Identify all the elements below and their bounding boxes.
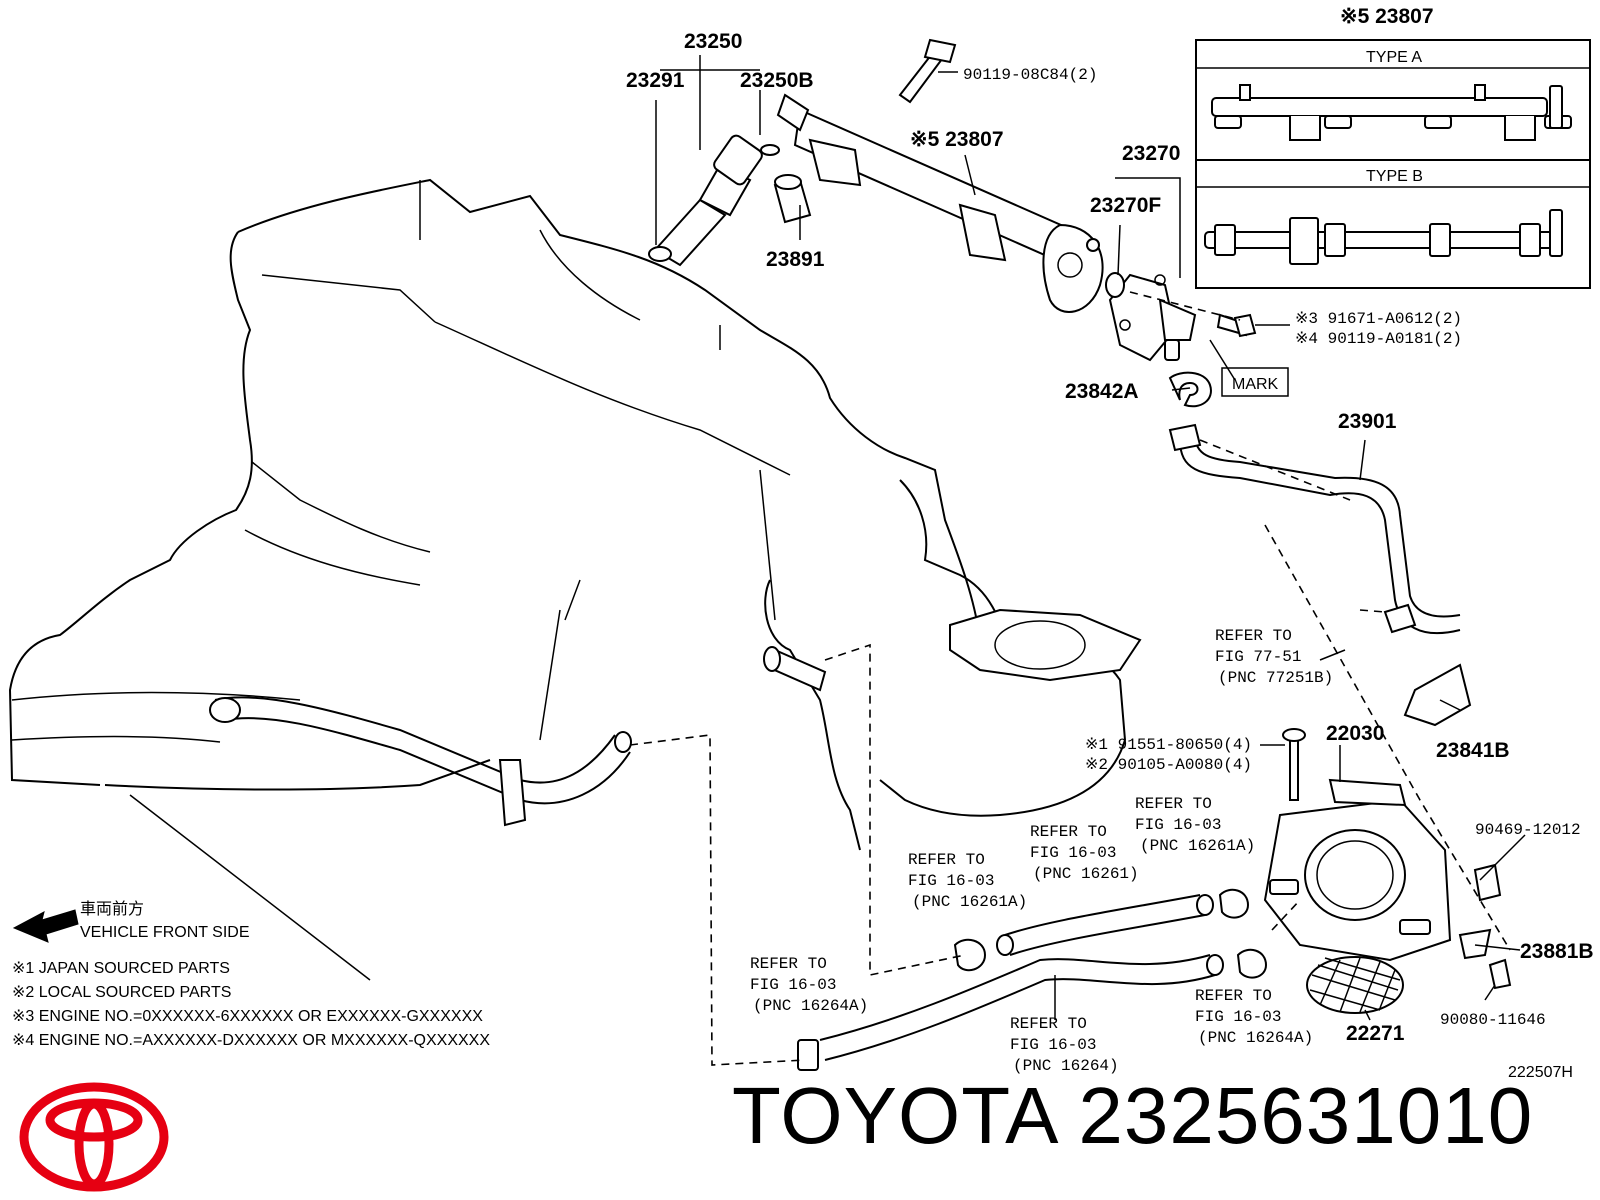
clamp-23841B <box>1403 663 1472 727</box>
inset-labels: TYPE A TYPE B <box>1366 49 1423 185</box>
label-22271: 22271 <box>1346 1022 1405 1045</box>
fuel-tube-23901 <box>1168 423 1461 635</box>
bolt-91551 <box>1282 728 1306 801</box>
label-90119-A0181: ※4 90119-A0181(2) <box>1295 330 1462 348</box>
clip-23842A <box>1168 371 1212 408</box>
note-1: ※1 JAPAN SOURCED PARTS <box>12 960 230 977</box>
vehicle-front-indicator: 車両前方 VEHICLE FRONT SIDE <box>12 900 250 943</box>
footnotes: ※1 JAPAN SOURCED PARTS ※2 LOCAL SOURCED … <box>12 960 490 1049</box>
note-2: ※2 LOCAL SOURCED PARTS <box>12 984 231 1001</box>
brand-title: TOYOTA 2325631010 <box>732 1071 1534 1160</box>
bolt-90080 <box>1488 958 1512 990</box>
label-23291: 23291 <box>626 69 685 92</box>
inset-fuel-rail-types <box>1195 39 1591 289</box>
fuel-delivery-pipe <box>776 93 1104 313</box>
label-23807-main: ※5 23807 <box>910 128 1004 151</box>
label-23841B: 23841B <box>1436 739 1510 762</box>
fuel-injector <box>648 134 780 267</box>
bolt-90119-08C84 <box>898 38 957 104</box>
label-90105: ※2 90105-A0080(4) <box>1085 756 1252 774</box>
label-23881B: 23881B <box>1520 940 1594 963</box>
refer-16264A-left: REFER TO FIG 16-03 (PNC 16264A) <box>750 955 868 1015</box>
toyota-logo <box>19 1082 169 1192</box>
refer-16264: REFER TO FIG 16-03 (PNC 16264) <box>1010 1015 1119 1075</box>
refer-16264A-right: REFER TO FIG 16-03 (PNC 16264A) <box>1195 987 1313 1047</box>
label-23270: 23270 <box>1122 142 1180 165</box>
engine-outline <box>8 178 1142 981</box>
label-22030: 22030 <box>1326 722 1384 745</box>
label-23270F: 23270F <box>1090 194 1161 217</box>
label-23901: 23901 <box>1338 410 1397 433</box>
label-90469: 90469-12012 <box>1475 821 1581 839</box>
note-3: ※3 ENGINE NO.=0XXXXXX-6XXXXXX OR EXXXXXX… <box>12 1008 483 1025</box>
gasket-22271 <box>1306 956 1404 1014</box>
bolt-91671 <box>1216 313 1257 338</box>
pulsation-damper-23270 <box>1108 273 1197 362</box>
reference-lines <box>629 291 1511 1066</box>
mark-box <box>1221 367 1289 397</box>
arrow-left-icon <box>12 909 79 943</box>
label-91671: ※3 91671-A0612(2) <box>1295 310 1462 328</box>
part-labels: 23250 23291 23250B 23891 90119-08C84(2) … <box>626 5 1594 1045</box>
label-23891: 23891 <box>766 248 825 271</box>
note-4: ※4 ENGINE NO.=AXXXXXX-DXXXXXX OR MXXXXXX… <box>12 1032 490 1049</box>
label-mark: MARK <box>1232 376 1279 393</box>
refer-blocks: REFER TO FIG 77-51 (PNC 77251B) REFER TO… <box>750 627 1333 1075</box>
o-ring-23270F <box>1105 272 1125 298</box>
leader-lines <box>655 55 1526 1021</box>
refer-16261A-right: REFER TO FIG 16-03 (PNC 16261A) <box>1135 795 1255 855</box>
label-90080: 90080-11646 <box>1440 1011 1546 1029</box>
label-23250B: 23250B <box>740 69 814 92</box>
label-23807-top: ※5 23807 <box>1340 5 1434 28</box>
diagram-code: 222507H <box>1508 1064 1573 1081</box>
water-pipe-left <box>209 696 632 827</box>
refer-16261: REFER TO FIG 16-03 (PNC 16261) <box>1030 823 1139 883</box>
label-90119-08C84: 90119-08C84(2) <box>963 66 1097 84</box>
label-type-b: TYPE B <box>1366 168 1423 185</box>
clip-90469 <box>1473 863 1502 902</box>
toyota-logo-icon <box>19 1082 169 1192</box>
clip-23881B <box>1458 928 1492 960</box>
water-hoses <box>797 888 1268 1071</box>
refer-77-51: REFER TO FIG 77-51 (PNC 77251B) <box>1215 627 1333 687</box>
label-23842A: 23842A <box>1065 380 1139 403</box>
label-91551: ※1 91551-80650(4) <box>1085 736 1252 754</box>
throttle-body-22030 <box>1263 778 1452 962</box>
label-23250: 23250 <box>684 30 742 53</box>
refer-16261A-left: REFER TO FIG 16-03 (PNC 16261A) <box>908 851 1027 911</box>
direction-en: VEHICLE FRONT SIDE <box>80 924 250 941</box>
o-ring-23891 <box>773 174 812 224</box>
label-type-a: TYPE A <box>1366 49 1422 66</box>
direction-jp: 車両前方 <box>80 900 144 918</box>
